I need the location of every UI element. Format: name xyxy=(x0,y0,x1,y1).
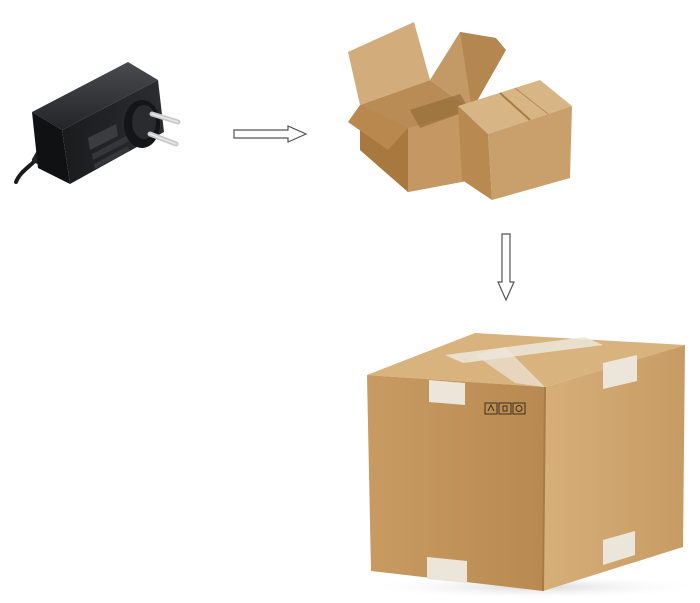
power-adapter-icon xyxy=(14,62,181,184)
sealed-cardboard-box-icon xyxy=(365,333,695,599)
arrow-right-icon xyxy=(233,125,308,143)
open-cardboard-boxes-icon xyxy=(348,22,572,200)
arrow-down-icon xyxy=(497,233,515,302)
